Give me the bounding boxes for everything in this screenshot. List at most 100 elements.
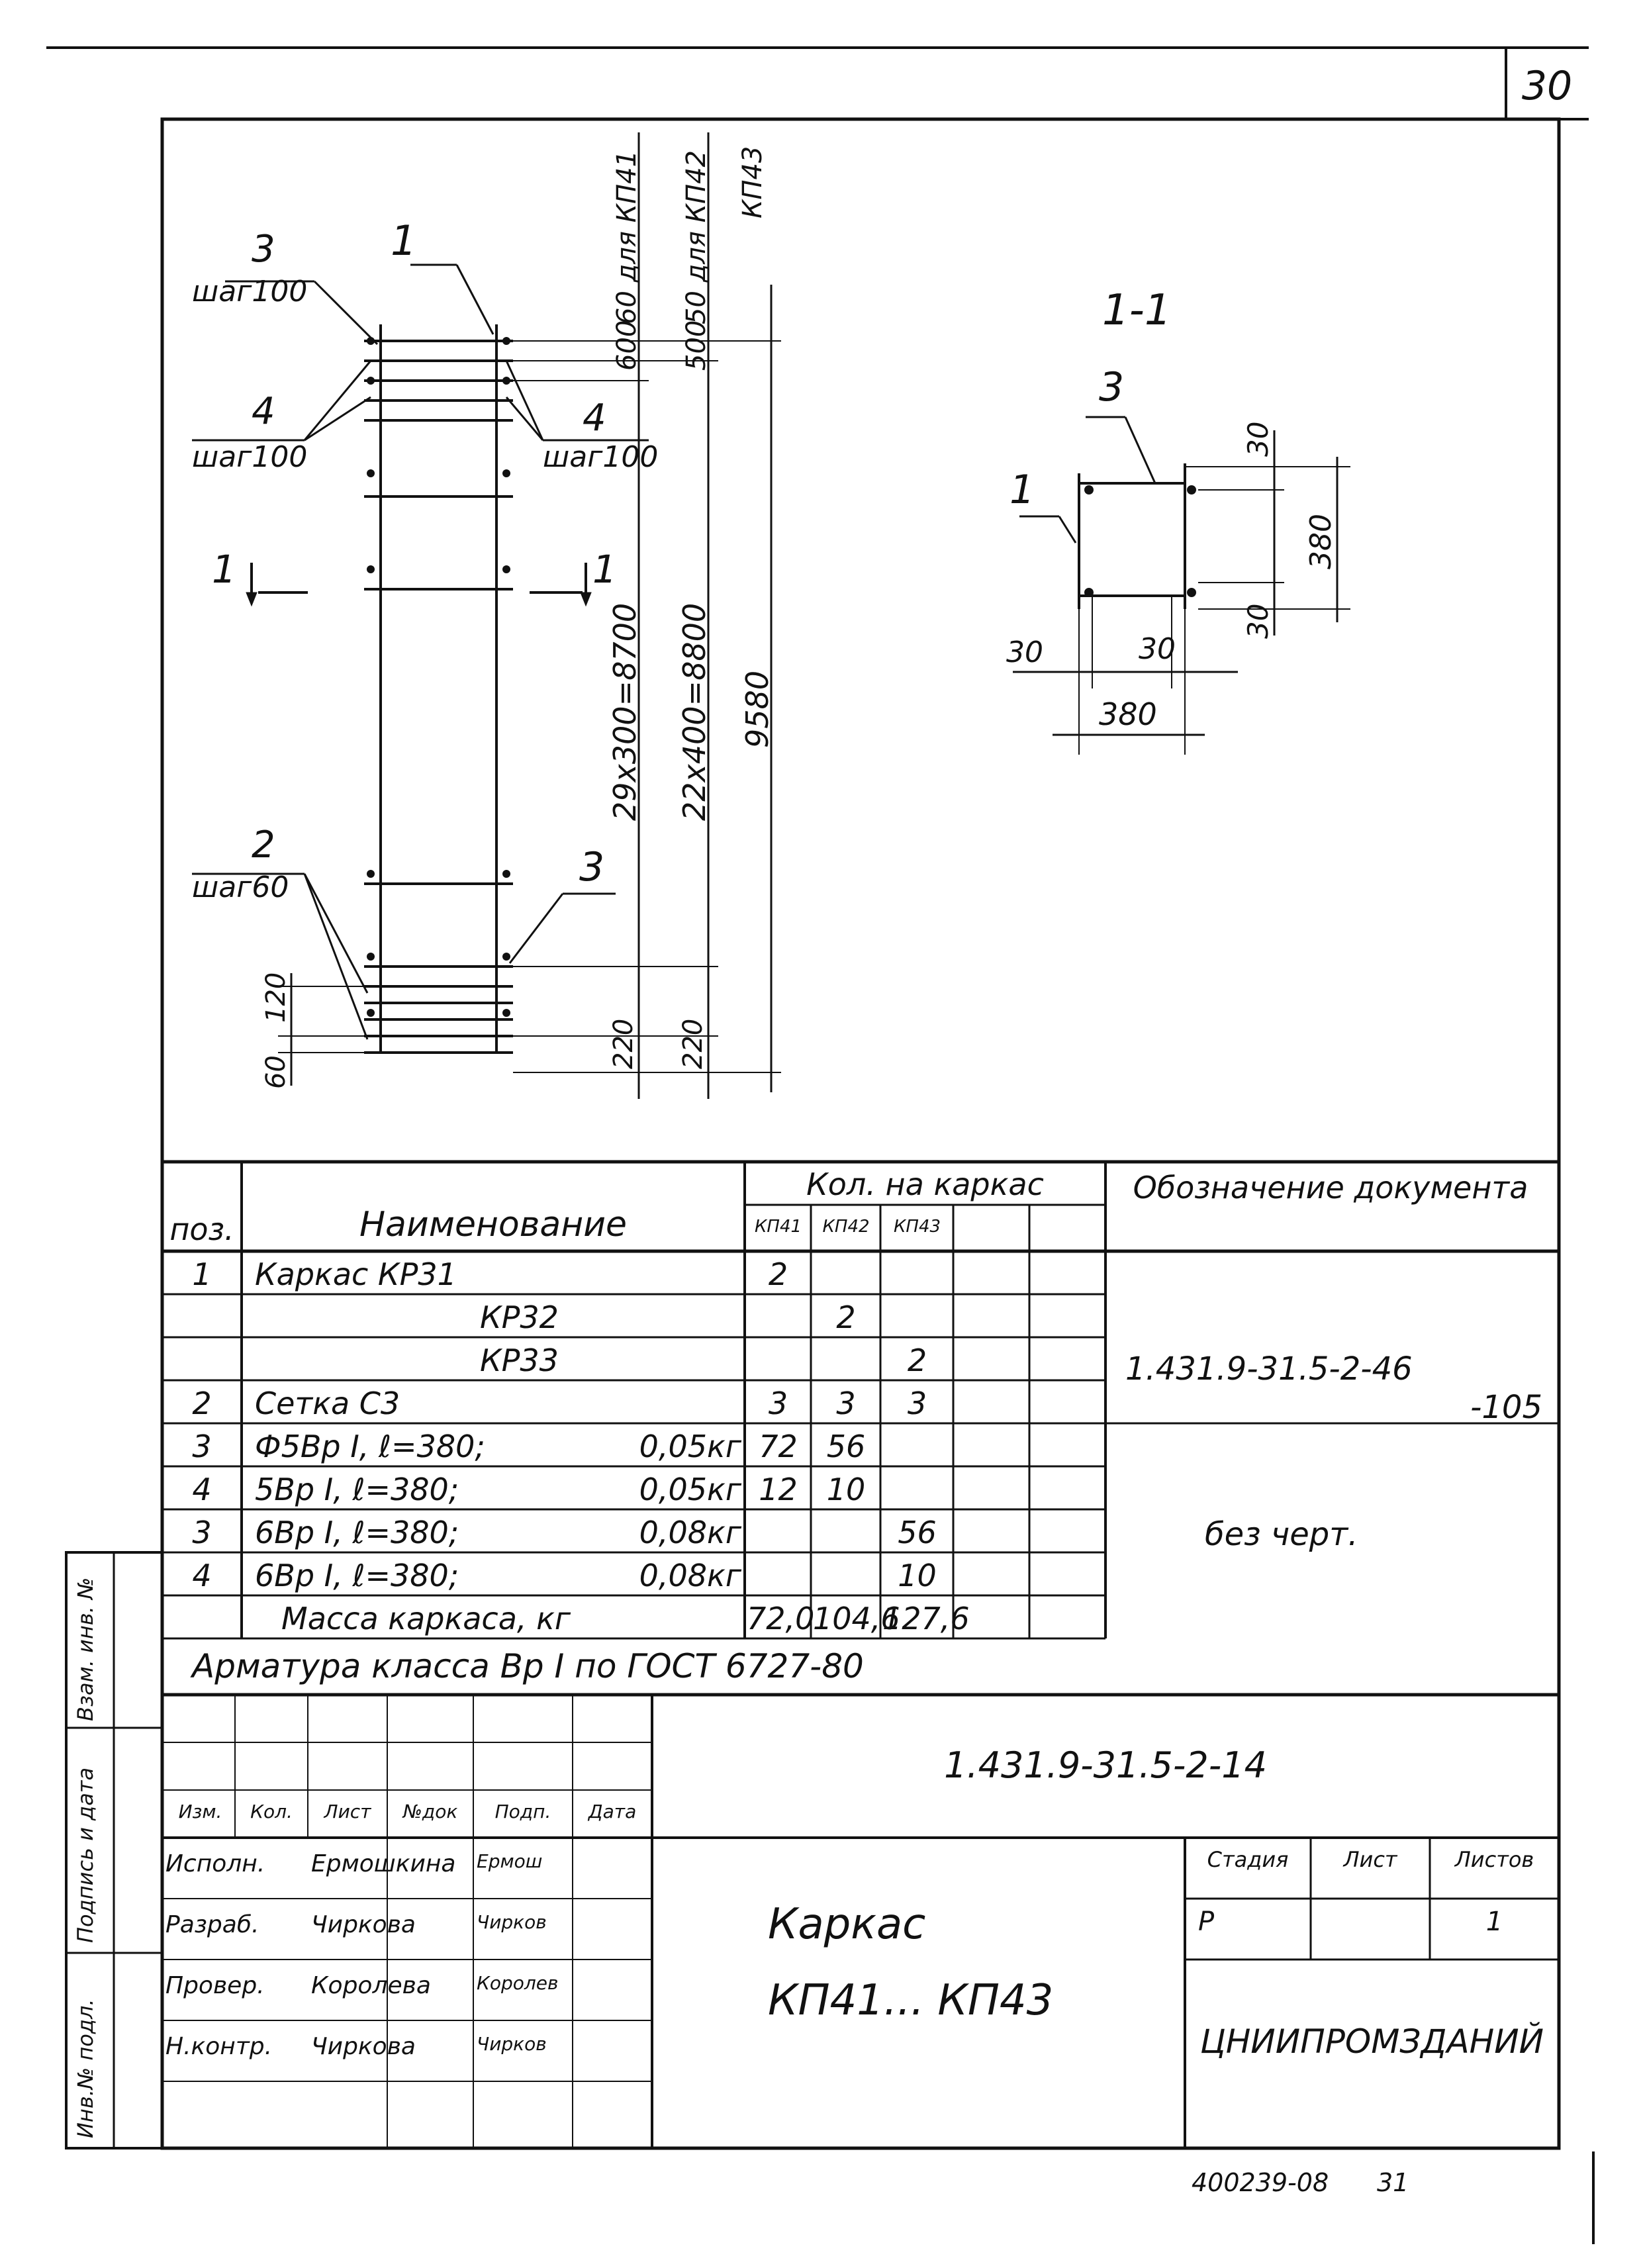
spec-row-kp42: 56 xyxy=(826,1429,866,1464)
section-dim-380-right: 380 xyxy=(1304,514,1338,569)
stamp-person-name: Королева xyxy=(311,1972,431,1999)
spec-row-pos: 3 xyxy=(192,1515,212,1550)
stamp-person-role: Н.контр. xyxy=(165,2033,273,2060)
section-dim-30-top: 30 xyxy=(1242,422,1274,457)
dim-22x400: 22x400=8800 xyxy=(677,603,712,821)
spec-row-name: Сетка С3 xyxy=(255,1386,400,1421)
callout-pos4-left: 4 xyxy=(252,390,275,433)
spec-row-kp41: 3 xyxy=(768,1386,788,1421)
stamp-stage-value: Р xyxy=(1198,1907,1215,1937)
spec-row-name: КР32 xyxy=(480,1299,559,1335)
dim-label-kp43: КП43 xyxy=(737,146,768,218)
dim-60: 60 xyxy=(261,1055,291,1089)
footer-code: 400239-08 xyxy=(1192,2168,1329,2197)
section-label: 1-1 xyxy=(1102,286,1172,335)
spec-row-kp43: 56 xyxy=(898,1515,937,1550)
cut-mark-left: 1 xyxy=(212,547,236,592)
spec-row-pos: 2 xyxy=(192,1386,212,1421)
spec-row-name: 6Вр I, ℓ=380; xyxy=(255,1515,459,1550)
spec-row-kp41: 72 xyxy=(759,1429,798,1464)
spec-row-kp43: 10 xyxy=(898,1558,937,1593)
callout-pos2: 2 xyxy=(252,824,275,867)
footer-page: 31 xyxy=(1377,2168,1409,2197)
stamp-org: ЦНИИПРОМЗДАНИЙ xyxy=(1199,2022,1544,2061)
spec-header-kp43: КП43 xyxy=(893,1217,941,1237)
stamp-title-line1: Каркас xyxy=(768,1900,926,1949)
spec-header-name: Наименование xyxy=(359,1205,628,1245)
stamp-person-sign: Королев xyxy=(477,1972,559,1994)
side-sign-date: Подпись и дата xyxy=(73,1768,98,1943)
dim-220b: 220 xyxy=(678,1019,708,1069)
stamp-col-podp: Подп. xyxy=(494,1801,551,1822)
spec-row-pos: 4 xyxy=(192,1558,212,1593)
dim-120: 120 xyxy=(261,972,291,1023)
title-block-grid xyxy=(162,1693,1559,2148)
callout-pos4-right: 4 xyxy=(583,397,606,440)
side-inv-orig: Инв.№ подл. xyxy=(73,1999,98,2138)
spec-row-pos: 1 xyxy=(192,1256,212,1292)
stamp-person-sign: Ермош xyxy=(477,1850,543,1872)
spec-row-kp41: 2 xyxy=(768,1256,788,1292)
spec-row-mass: 0,08кг xyxy=(639,1515,741,1550)
callout-pos4-right-step: шаг100 xyxy=(543,440,658,474)
callout-pos2-step: шаг60 xyxy=(192,871,289,904)
stamp-person-role: Провер. xyxy=(165,1972,265,1999)
section-view xyxy=(1013,416,1350,755)
spec-row-kp42: 2 xyxy=(836,1299,856,1335)
spec-row-pos: 3 xyxy=(192,1429,212,1464)
spec-header-pos: поз. xyxy=(169,1211,234,1247)
cut-mark-right: 1 xyxy=(592,547,617,592)
spec-designation-1: 1.431.9-31.5-2-46 xyxy=(1125,1350,1413,1388)
spec-row-kp42: 3 xyxy=(836,1386,856,1421)
dim-9580: 9580 xyxy=(739,671,775,748)
section-dim-380-bottom: 380 xyxy=(1099,696,1157,732)
stamp-person-role: Исполн. xyxy=(165,1850,265,1877)
stamp-col-kol: Кол. xyxy=(250,1801,293,1822)
spec-row-name: Ф5Вр I, ℓ=380; xyxy=(255,1429,485,1464)
stamp-person-sign: Чирков xyxy=(477,2033,547,2055)
spec-header-designation: Обозначение документа xyxy=(1133,1170,1528,1205)
stamp-col-ndok: №док xyxy=(402,1801,458,1822)
stamp-col-data: Дата xyxy=(588,1801,637,1822)
spec-header-qty: Кол. на каркас xyxy=(806,1166,1044,1202)
spec-row-name: 6Вр I, ℓ=380; xyxy=(255,1558,459,1593)
side-inv-repl: Взам. инв. № xyxy=(73,1578,98,1721)
spec-row-name: Масса каркаса, кг xyxy=(281,1601,571,1636)
stamp-sheets-label: Листов xyxy=(1454,1847,1534,1872)
spec-note: Арматура класса Вр I по ГОСТ 6727-80 xyxy=(192,1647,864,1685)
callout-pos3-top-step: шаг100 xyxy=(192,275,307,308)
page-number: 30 xyxy=(1522,63,1572,109)
spec-header-kp41: КП41 xyxy=(754,1217,802,1237)
spec-row-kp41: 12 xyxy=(759,1472,798,1507)
dim-500: 500 xyxy=(681,320,712,371)
footer-edge-mark xyxy=(1592,2151,1595,2244)
stamp-col-izm: Изм. xyxy=(178,1801,222,1822)
dim-220a: 220 xyxy=(608,1019,639,1069)
stamp-stage-label: Стадия xyxy=(1207,1847,1289,1872)
callout-pos3-top: 3 xyxy=(252,228,275,271)
spec-row-kp43: 3 xyxy=(907,1386,927,1421)
spec-header-kp42: КП42 xyxy=(822,1217,870,1237)
spec-row-kp42: 10 xyxy=(826,1472,866,1507)
callout-pos3-bottom: 3 xyxy=(579,844,604,890)
section-dim-30-mid: 30 xyxy=(1139,632,1176,666)
dim-label-kp41: 60 для КП41 xyxy=(612,150,642,324)
stamp-person-name: Ермошкина xyxy=(311,1850,456,1877)
callout-pos1: 1 xyxy=(391,216,416,265)
section-dim-30-right: 30 xyxy=(1242,604,1274,639)
section-pos1: 1 xyxy=(1009,467,1035,513)
section-dim-30-left: 30 xyxy=(1006,636,1043,669)
section-pos3: 3 xyxy=(1099,364,1124,410)
spec-row-kp41: 72,0 xyxy=(747,1601,815,1636)
spec-row-pos: 4 xyxy=(192,1472,212,1507)
stamp-doc-code: 1.431.9-31.5-2-14 xyxy=(944,1744,1267,1786)
spec-row-mass: 0,05кг xyxy=(639,1429,741,1464)
spec-row-mass: 0,08кг xyxy=(639,1558,741,1593)
spec-row-mass: 0,05кг xyxy=(639,1472,741,1507)
callout-pos4-left-step: шаг100 xyxy=(192,440,307,474)
stamp-person-role: Разраб. xyxy=(165,1911,259,1938)
dim-29x300: 29x300=8700 xyxy=(607,603,643,821)
dim-label-kp42: 50 для КП42 xyxy=(681,150,712,324)
